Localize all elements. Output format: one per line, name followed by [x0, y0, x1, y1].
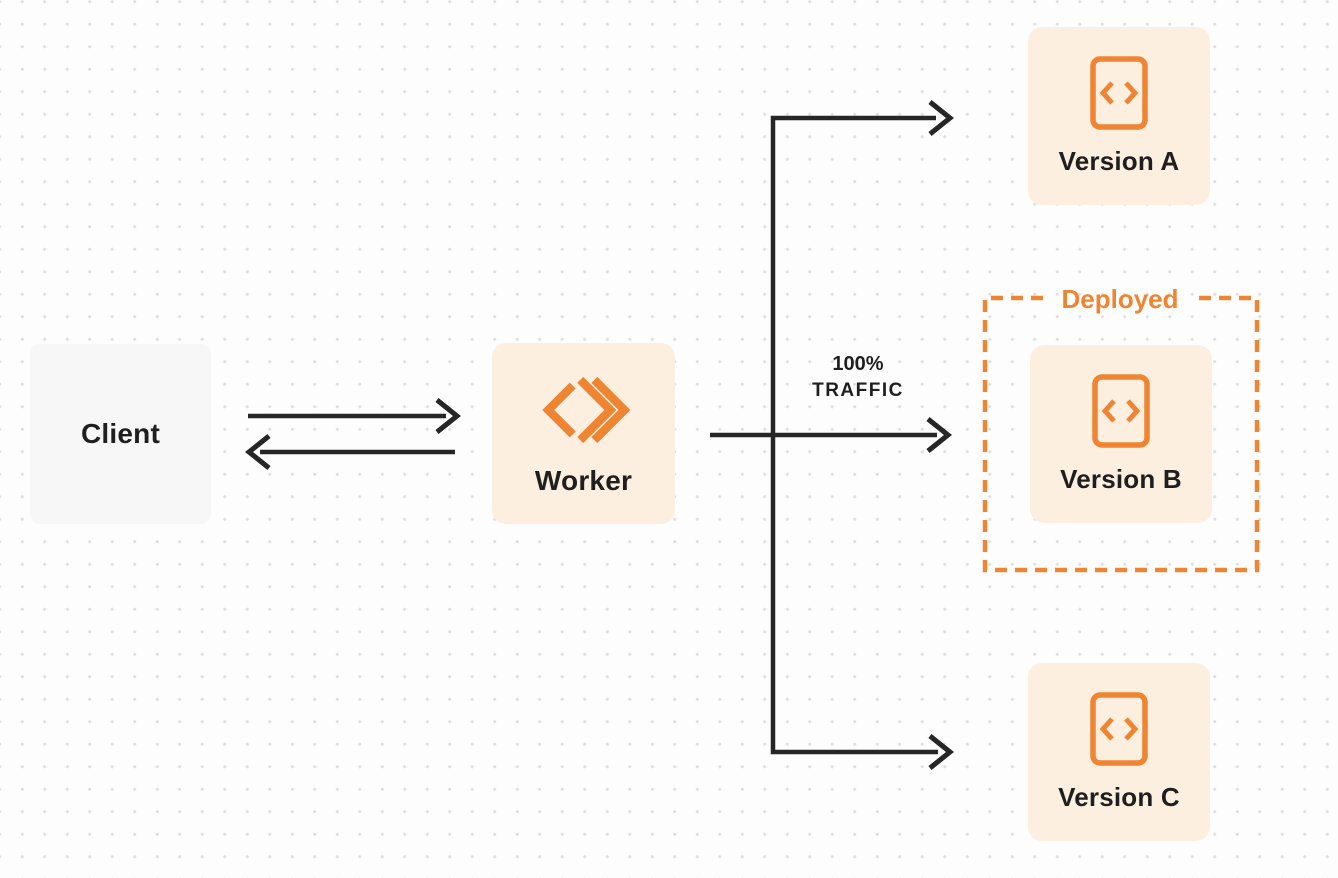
version-c-node: Version C	[1028, 663, 1210, 841]
version-c-node-label: Version C	[1058, 781, 1180, 812]
workers-logo-icon	[537, 371, 631, 449]
code-file-icon	[1090, 691, 1148, 766]
arrow-to-version-b-head-icon	[926, 417, 953, 453]
version-a-node: Version A	[1028, 27, 1210, 205]
traffic-split-trunk-line	[770, 115, 938, 755]
worker-node: Worker	[492, 343, 675, 524]
version-b-node-label: Version B	[1060, 463, 1182, 494]
client-node-label: Client	[81, 418, 160, 449]
arrow-to-version-a-head-icon	[928, 100, 955, 136]
client-node: Client	[30, 344, 211, 524]
code-file-icon	[1092, 373, 1150, 448]
client-to-worker-arrowhead-icon	[435, 398, 462, 434]
traffic-word-text: TRAFFIC	[812, 380, 904, 401]
worker-node-label: Worker	[534, 464, 633, 496]
code-file-icon	[1090, 55, 1148, 130]
deployed-badge: Deployed	[1061, 284, 1179, 314]
worker-to-client-arrowhead-icon	[244, 434, 271, 470]
arrow-to-version-c-head-icon	[928, 734, 955, 770]
version-a-node-label: Version A	[1058, 145, 1180, 176]
version-b-node: Version B	[1030, 345, 1212, 523]
traffic-percent-text: 100%	[832, 353, 884, 375]
traffic-annotation: 100% TRAFFIC	[778, 352, 938, 406]
